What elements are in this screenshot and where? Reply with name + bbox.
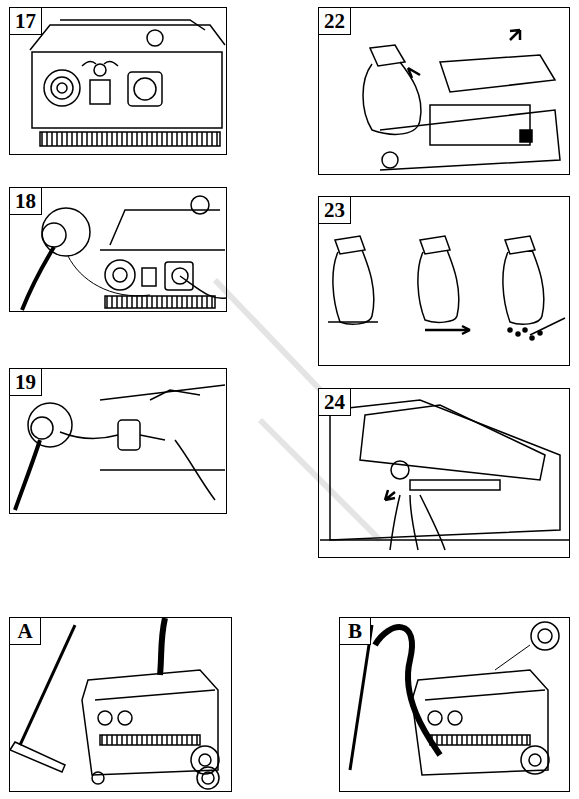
figure-panel: 23: [318, 196, 570, 366]
figure-number: 22: [319, 8, 351, 35]
figure-panel: A: [9, 617, 232, 792]
bag-sealing: [328, 236, 565, 340]
sander-adapter: [15, 385, 225, 510]
figure-panel: 22: [318, 7, 570, 175]
figure-panel: 19: [9, 368, 227, 514]
figure-number: A: [10, 618, 41, 645]
figure-panel: B: [339, 617, 570, 792]
figure-panel: 18: [9, 187, 227, 312]
figure-number: 23: [319, 197, 351, 224]
sander-connection: [22, 196, 226, 310]
figure-number: 19: [10, 369, 42, 396]
vacuum-hose: [350, 622, 559, 775]
filter-cleaning: [320, 400, 570, 550]
figure-panel: 17: [9, 7, 227, 155]
figure-panel: 24: [318, 388, 570, 558]
vacuum-floor: [10, 618, 219, 789]
figure-number: 18: [10, 188, 42, 215]
figure-number: 17: [10, 8, 42, 35]
control-panel: [30, 20, 225, 146]
figure-number: B: [340, 618, 371, 645]
figure-number: 24: [319, 389, 351, 416]
bag-removal: [363, 30, 560, 170]
